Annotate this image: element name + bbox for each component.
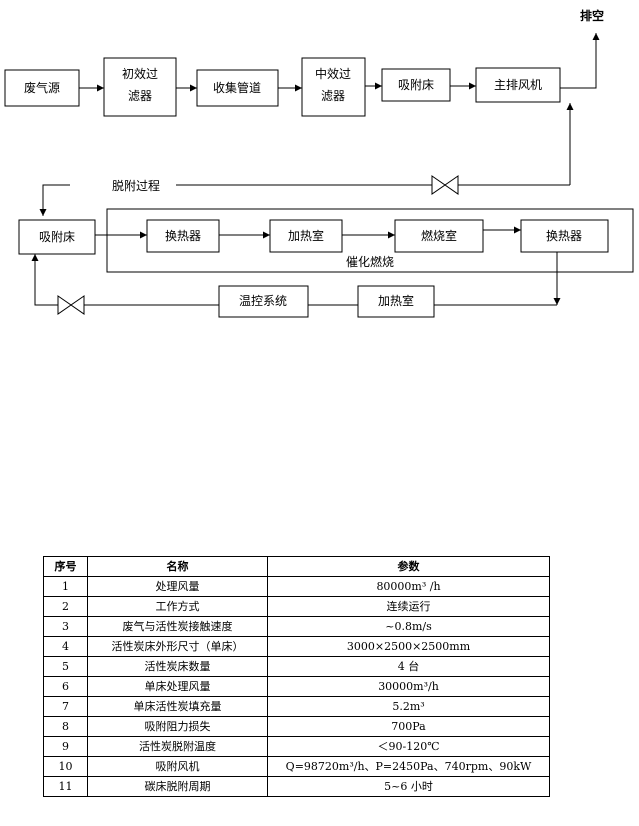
temp-control-system-box: [218, 285, 309, 318]
adsorption-bed-top-label: 吸附床: [398, 78, 434, 92]
arrow-fan-to-exhaust: [560, 33, 600, 89]
row-name: 活性炭脱附温度: [87, 736, 268, 757]
row-index: 6: [43, 676, 88, 697]
heat-exchanger-2-label: 换热器: [546, 229, 582, 243]
row-index: 5: [43, 656, 88, 677]
arrow-desorption-return: [39, 184, 70, 216]
catalytic-combustion-label: 催化燃烧: [346, 254, 394, 269]
temp-control-system-label: 温控系统: [239, 294, 287, 308]
row-name: 单床活性炭填充量: [87, 696, 268, 717]
combustion-chamber-box: [394, 219, 484, 253]
waste-gas-source-box: [4, 69, 80, 107]
header-name: 名称: [87, 556, 268, 577]
adsorption-bed-left-box: [18, 219, 96, 255]
row-name: 活性炭床外形尺寸（单床）: [87, 636, 268, 657]
row-value: ~0.8m/s: [267, 616, 550, 637]
row-value: 80000m³ /h: [267, 576, 550, 597]
heat-exchanger-2-box: [520, 219, 609, 253]
table-header-row: 序号 名称 参数: [43, 556, 550, 577]
row-index: 9: [43, 736, 88, 757]
row-index: 1: [43, 576, 88, 597]
heating-chamber-2-label: 加热室: [378, 293, 414, 308]
row-index: 3: [43, 616, 88, 637]
row-index: 11: [43, 776, 88, 797]
medium-filter-label-1: 中效过: [315, 66, 351, 81]
arrow-return-to-bed: [31, 254, 58, 306]
row-name: 吸附风机: [87, 756, 268, 777]
medium-filter-label-2: 滤器: [321, 89, 345, 103]
combustion-chamber-label: 燃烧室: [421, 228, 457, 243]
heat-exchanger-1-box: [146, 219, 220, 253]
row-name: 吸附阻力损失: [87, 716, 268, 737]
primary-filter-label-1: 初效过: [122, 66, 158, 81]
row-value: Q=98720m³/h、P=2450Pa、740rpm、90kW: [267, 756, 550, 777]
row-name: 单床处理风量: [87, 676, 268, 697]
row-name: 废气与活性炭接触速度: [87, 616, 268, 637]
row-value: 5.2m³: [267, 696, 550, 717]
row-name: 碳床脱附周期: [87, 776, 268, 797]
primary-filter-label-2: 滤器: [128, 89, 152, 103]
row-value: 5~6 小时: [267, 776, 550, 797]
medium-filter-box: [301, 57, 366, 117]
main-exhaust-fan-label: 主排风机: [494, 78, 542, 92]
valve-icon: [57, 295, 85, 315]
row-name: 工作方式: [87, 596, 268, 617]
adsorption-bed-left-label: 吸附床: [39, 230, 75, 244]
heat-exchanger-1-label: 换热器: [165, 229, 201, 243]
row-index: 7: [43, 696, 88, 717]
main-exhaust-fan-box: [475, 67, 561, 103]
catalytic-combustion-enclosure: [106, 208, 634, 273]
collection-pipe-box: [196, 69, 279, 107]
row-index: 10: [43, 756, 88, 777]
heating-chamber-1-box: [269, 219, 343, 253]
row-value: 700Pa: [267, 716, 550, 737]
header-params: 参数: [267, 556, 550, 577]
collection-pipe-label: 收集管道: [213, 80, 261, 95]
adsorption-bed-top-box: [381, 68, 451, 102]
row-value: ＜90-120℃: [267, 736, 550, 757]
waste-gas-source-label: 废气源: [24, 80, 60, 95]
header-index: 序号: [43, 556, 88, 577]
row-value: 3000×2500×2500mm: [267, 636, 550, 657]
row-value: 连续运行: [267, 596, 550, 617]
exhaust-label: 排空: [580, 8, 604, 23]
row-name: 活性炭床数量: [87, 656, 268, 677]
heating-chamber-2-box: [357, 285, 435, 318]
row-index: 8: [43, 716, 88, 737]
row-index: 2: [43, 596, 88, 617]
process-flow-diagram: 废气源 初效过 滤器 收集管道 中效过 滤器 吸附床 主排风机 排空 脱附过程 …: [4, 8, 634, 318]
heating-chamber-1-label: 加热室: [288, 228, 324, 243]
row-index: 4: [43, 636, 88, 657]
row-value: 4 台: [267, 656, 550, 677]
valve-icon: [431, 175, 459, 195]
row-value: 30000m³/h: [267, 676, 550, 697]
desorption-process-label: 脱附过程: [112, 178, 160, 193]
row-name: 处理风量: [87, 576, 268, 597]
primary-filter-box: [103, 57, 177, 117]
